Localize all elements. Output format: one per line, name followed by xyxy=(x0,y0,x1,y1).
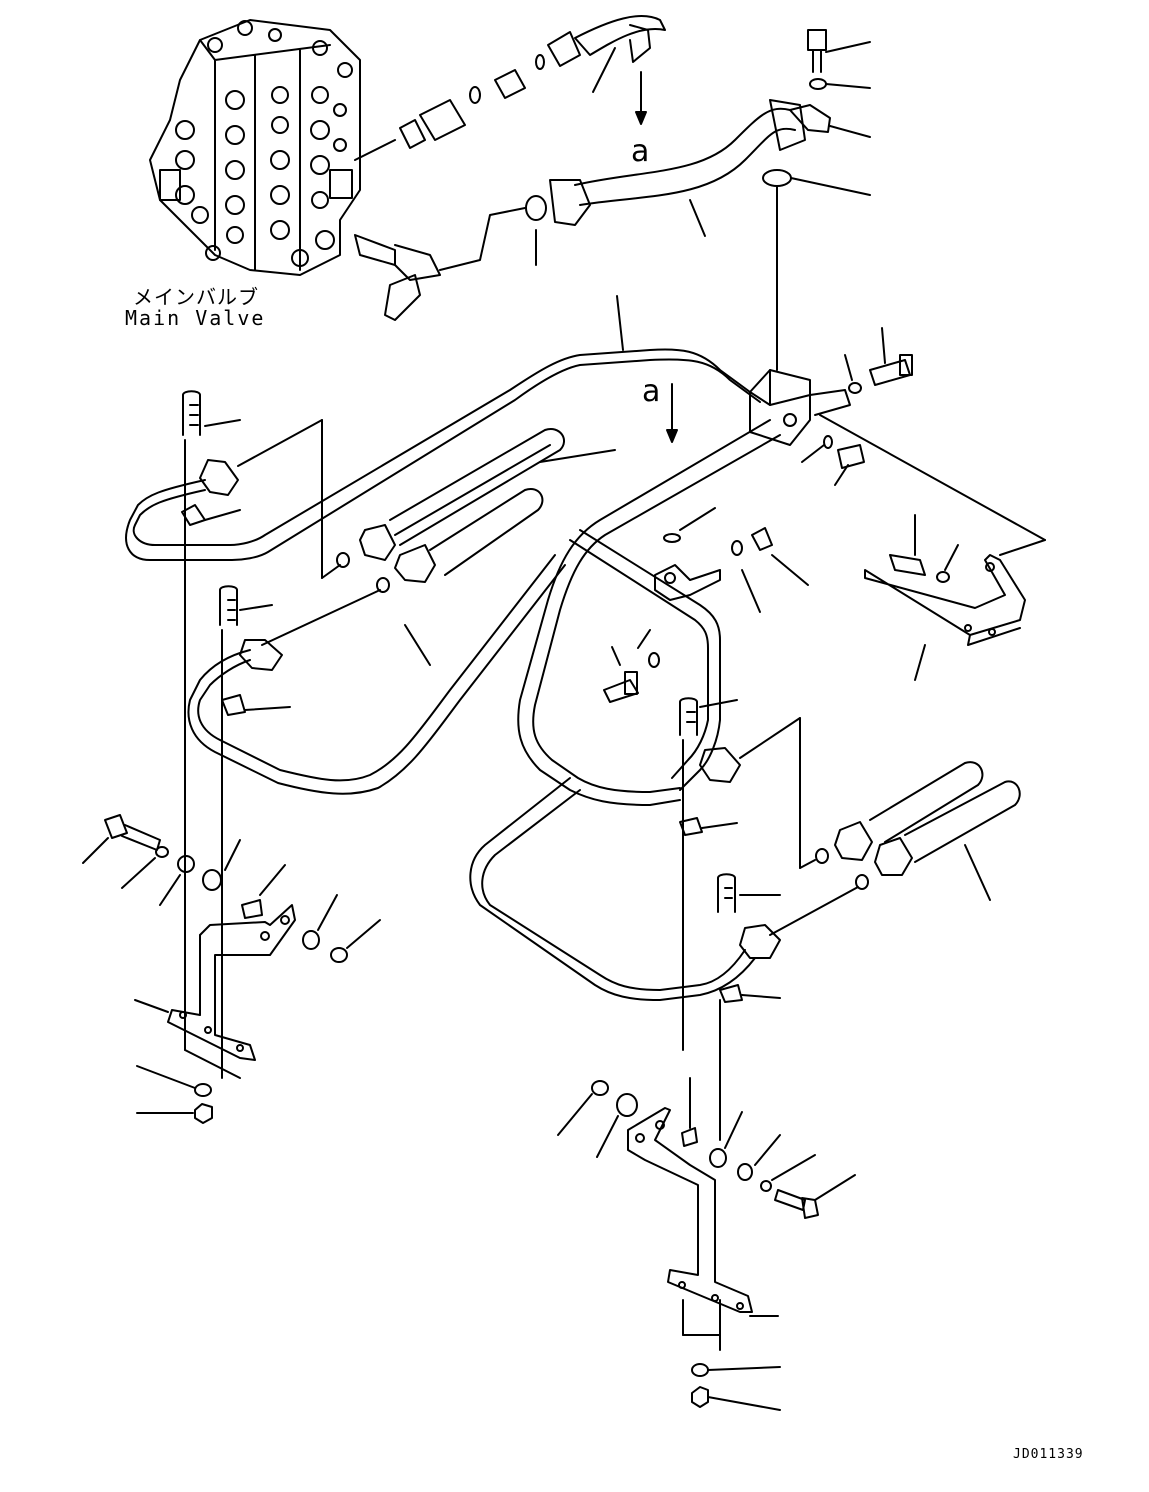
valve-lower-connector xyxy=(355,196,546,320)
left-bracket-hardware xyxy=(83,815,380,1123)
block-bolt xyxy=(802,328,912,485)
view-arrows xyxy=(636,72,677,442)
valve-fittings xyxy=(355,16,665,160)
upper-hose xyxy=(550,100,805,236)
center-block xyxy=(604,508,808,702)
top-right-fasteners xyxy=(763,30,870,370)
upper-loop-pipe xyxy=(126,296,760,560)
left-upper-fittings xyxy=(182,391,349,1050)
right-bracket-hardware xyxy=(558,1078,855,1410)
drawing-id-label: JD011339 xyxy=(1013,1447,1084,1462)
middle-loop-pipe xyxy=(188,530,720,794)
lower-loop-pipe xyxy=(470,778,755,1000)
main-valve-label-en: Main Valve xyxy=(125,306,266,330)
distribution-block xyxy=(750,370,850,445)
view-a-label-top: a xyxy=(631,134,650,169)
cross-pipe xyxy=(518,420,780,805)
left-middle-fittings xyxy=(220,578,389,1040)
right-bracket xyxy=(820,415,1045,680)
main-valve-assembly xyxy=(150,20,360,275)
main-valve-label-jp: メインバルブ xyxy=(133,285,259,309)
left-hoses xyxy=(360,429,615,582)
right-hoses xyxy=(835,762,1020,900)
right-lower-fittings xyxy=(680,698,868,1140)
view-a-label-middle: a xyxy=(642,374,661,409)
